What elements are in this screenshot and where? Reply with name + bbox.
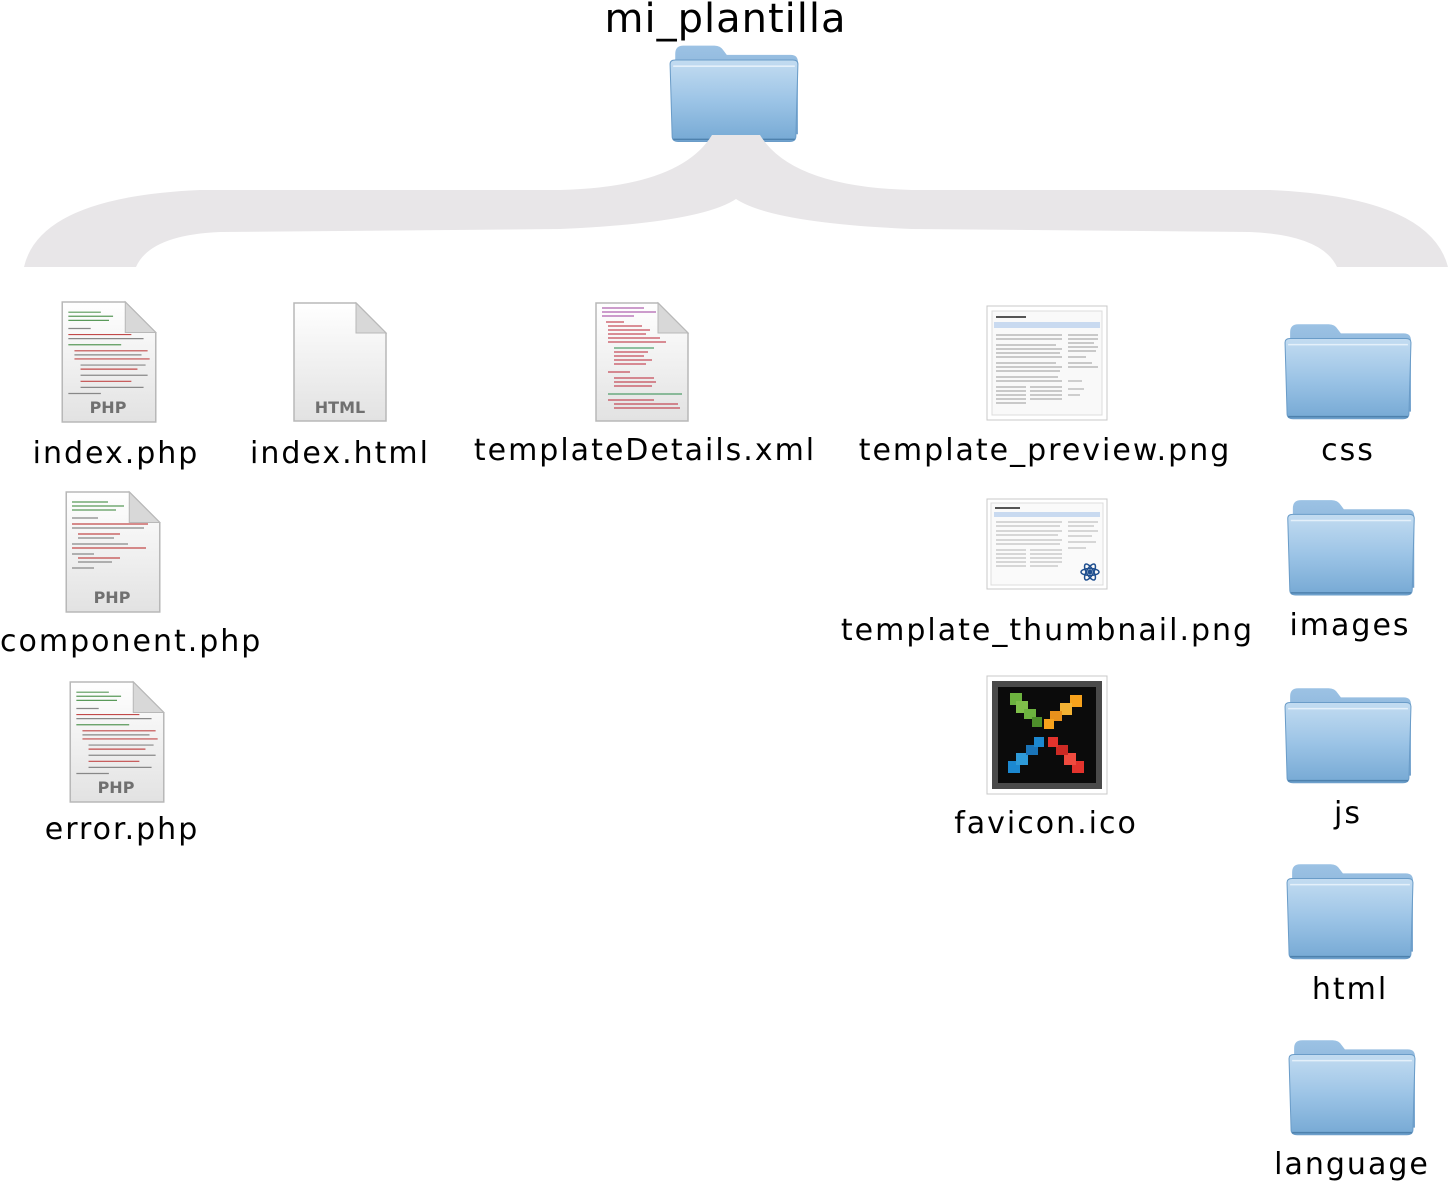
file-type-tag: PHP bbox=[94, 588, 131, 607]
folder-label-html[interactable]: html bbox=[1311, 972, 1389, 1007]
file-label-template-thumbnail-png[interactable]: template_thumbnail.png bbox=[840, 613, 1255, 648]
folder-label-language[interactable]: language bbox=[1274, 1147, 1430, 1182]
folder-label-images[interactable]: images bbox=[1289, 608, 1411, 643]
file-type-tag: PHP bbox=[90, 398, 127, 417]
folder-label-css[interactable]: css bbox=[1321, 433, 1375, 468]
image-thumbnail-icon[interactable] bbox=[986, 498, 1108, 590]
folder-icon[interactable] bbox=[1284, 860, 1416, 962]
file-type-tag: HTML bbox=[315, 398, 365, 417]
image-preview-icon[interactable] bbox=[986, 305, 1108, 421]
folder-icon[interactable] bbox=[1282, 684, 1414, 786]
joomla-favicon-icon[interactable] bbox=[986, 675, 1108, 795]
file-label-component-php[interactable]: component.php bbox=[0, 624, 263, 659]
html-file-icon[interactable]: HTML bbox=[292, 300, 388, 424]
file-label-error-php[interactable]: error.php bbox=[44, 812, 200, 847]
tree-brace bbox=[0, 135, 1451, 275]
file-label-template-preview-png[interactable]: template_preview.png bbox=[858, 433, 1232, 468]
folder-icon[interactable] bbox=[667, 40, 801, 146]
file-label-templatedetails-xml[interactable]: templateDetails.xml bbox=[473, 433, 817, 468]
php-file-icon[interactable]: PHP bbox=[60, 300, 158, 424]
file-label-index-php[interactable]: index.php bbox=[32, 436, 200, 471]
php-file-icon[interactable]: PHP bbox=[68, 680, 166, 804]
file-type-tag: PHP bbox=[98, 778, 135, 797]
php-file-icon[interactable]: PHP bbox=[64, 490, 162, 614]
root-folder-name: mi_plantilla bbox=[604, 0, 847, 42]
folder-icon[interactable] bbox=[1284, 496, 1418, 598]
folder-icon[interactable] bbox=[1282, 320, 1414, 422]
file-label-favicon-ico[interactable]: favicon.ico bbox=[954, 806, 1138, 841]
xml-file-icon[interactable] bbox=[594, 300, 690, 424]
folder-label-js[interactable]: js bbox=[1334, 796, 1362, 831]
file-label-index-html[interactable]: index.html bbox=[250, 436, 430, 471]
folder-icon[interactable] bbox=[1286, 1036, 1418, 1138]
